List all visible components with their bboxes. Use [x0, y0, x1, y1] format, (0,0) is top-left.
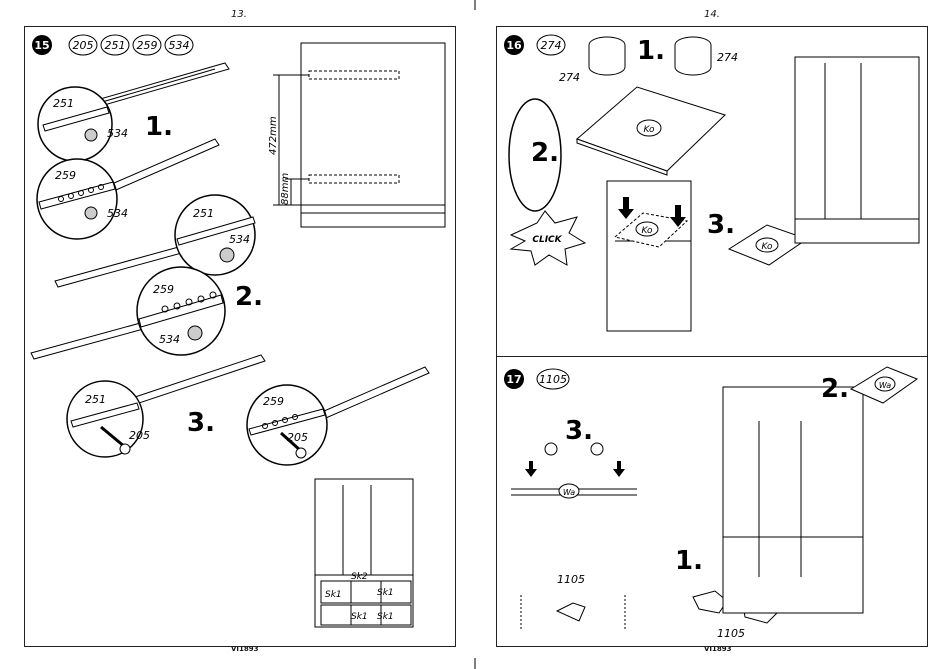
- step-15-panel: 15 205 251 259 534 251 534 1. 259 534: [24, 26, 456, 647]
- svg-text:Ko: Ko: [641, 226, 653, 236]
- part-label: 1105: [557, 573, 585, 586]
- wardrobe-17: [723, 387, 863, 613]
- callout-259-534-b: 259 534: [37, 159, 128, 239]
- part-badge: 259: [137, 39, 158, 52]
- marker-2: 2.: [531, 138, 559, 168]
- dimension-offset: 88mm: [280, 173, 291, 205]
- drawer-label: Sk1: [351, 612, 368, 622]
- connector-274-a: [589, 37, 625, 75]
- svg-text:205: 205: [129, 429, 150, 442]
- wardrobe-drawers: [315, 479, 413, 627]
- marker-2: 2.: [821, 374, 849, 404]
- svg-text:534: 534: [229, 233, 250, 246]
- step-15-header: 15 205 251 259 534: [32, 35, 193, 55]
- svg-text:534: 534: [159, 333, 180, 346]
- callout-251-205-e: 251 205: [67, 381, 150, 457]
- part-label: 274: [559, 71, 580, 84]
- part-label: 1105: [717, 627, 745, 640]
- part-label: 274: [717, 51, 738, 64]
- part-badge: 251: [105, 39, 126, 52]
- callout-259-205-f: 259 205: [247, 385, 327, 465]
- click-burst: CLICK: [511, 211, 585, 265]
- drawer-label: Sk2: [351, 572, 368, 582]
- part-badge: 534: [169, 39, 190, 52]
- part-badge: 205: [73, 39, 94, 52]
- step-16-header: 16 274: [504, 35, 565, 55]
- marker-1: 1.: [675, 546, 703, 576]
- svg-text:251: 251: [53, 97, 74, 110]
- step-17-panel: 17 1105 3. Wa 1105 1. 1105 2. Wa: [496, 356, 928, 647]
- wa-badge-a: Wa: [559, 484, 579, 498]
- svg-text:Ko: Ko: [643, 125, 655, 135]
- svg-text:259: 259: [55, 169, 76, 182]
- rod-bracket-detail: [521, 595, 625, 629]
- marker-3: 3.: [707, 210, 735, 240]
- drawer-label: Sk1: [377, 612, 394, 622]
- svg-text:251: 251: [193, 207, 214, 220]
- svg-text:205: 205: [287, 431, 308, 444]
- callout-251-534-c: 251 534: [175, 195, 255, 275]
- wardrobe-16: [795, 57, 919, 243]
- svg-text:534: 534: [107, 207, 128, 220]
- svg-text:251: 251: [85, 393, 106, 406]
- marker-3: 3.: [187, 408, 215, 438]
- dimension-height: 472mm: [268, 116, 279, 155]
- svg-text:Wa: Wa: [879, 381, 891, 390]
- marker-1: 1.: [637, 36, 665, 66]
- cabinet-section: [607, 181, 691, 331]
- svg-text:Wa: Wa: [563, 488, 575, 497]
- marker-2: 2.: [235, 282, 263, 312]
- svg-text:CLICK: CLICK: [532, 235, 562, 245]
- svg-text:1105: 1105: [539, 373, 567, 386]
- connector-274-b: [675, 37, 711, 75]
- svg-text:16: 16: [506, 39, 522, 52]
- marker-1: 1.: [145, 112, 173, 142]
- step-17-header: 17 1105: [504, 369, 569, 389]
- side-panel-dimensions: [273, 43, 445, 227]
- marker-3: 3.: [565, 416, 593, 446]
- svg-text:17: 17: [506, 373, 521, 386]
- svg-text:274: 274: [541, 39, 562, 52]
- down-arrows: [525, 461, 625, 477]
- svg-text:534: 534: [107, 127, 128, 140]
- step-16-panel: 16 274 274 274 1. Ko 2. CLICK Ko 3.: [496, 26, 928, 358]
- rail-6: [315, 367, 429, 421]
- callout-259-534-d: 259 534: [137, 267, 225, 355]
- step-number: 15: [34, 39, 49, 52]
- svg-text:259: 259: [153, 283, 174, 296]
- svg-text:259: 259: [263, 395, 284, 408]
- drawer-label: Sk1: [377, 588, 394, 598]
- svg-text:Ko: Ko: [761, 242, 773, 252]
- rail-2: [105, 139, 219, 193]
- drawer-label: Sk1: [325, 590, 342, 600]
